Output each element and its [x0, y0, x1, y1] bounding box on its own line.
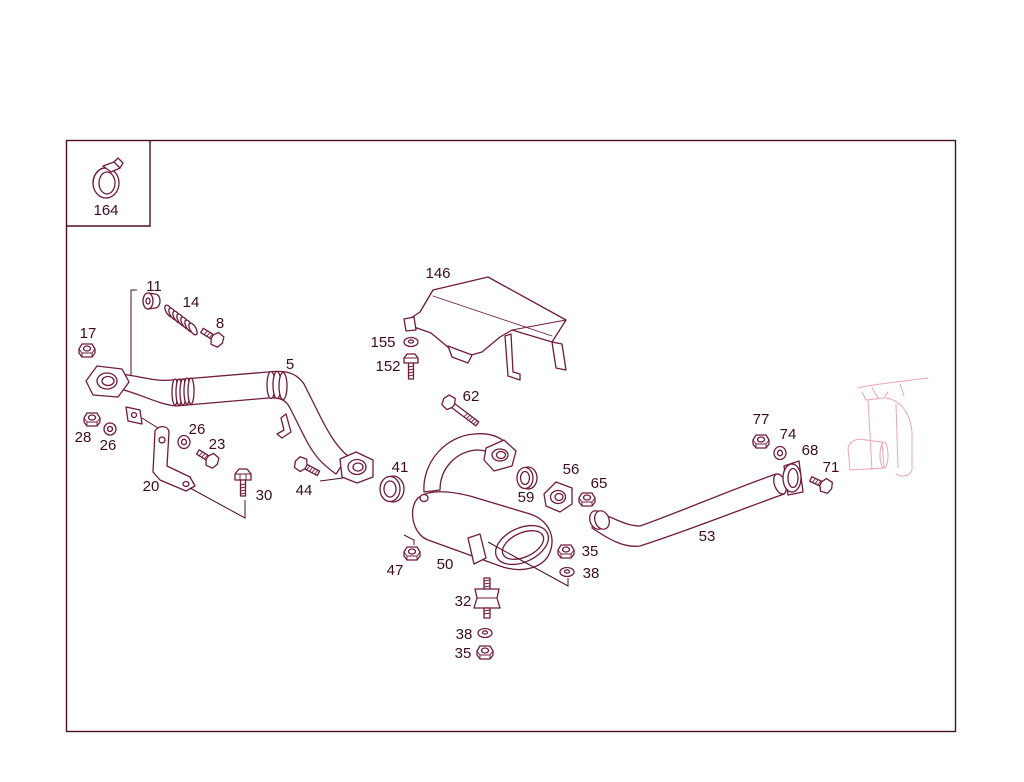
callout-35[interactable]: 35 [582, 543, 599, 560]
inset-box [66, 140, 151, 227]
callout-53[interactable]: 53 [699, 528, 716, 545]
part-35-nut [476, 645, 494, 660]
callout-68[interactable]: 68 [802, 442, 819, 459]
part-50-rear-muffler [411, 433, 553, 571]
part-152-bolt [403, 353, 419, 380]
callout-74[interactable]: 74 [780, 426, 797, 443]
leader-line [141, 417, 159, 429]
part-17-nut [78, 343, 96, 358]
callout-28[interactable]: 28 [75, 429, 92, 446]
part-26-washer [103, 422, 117, 436]
diagram-frame [65, 139, 957, 733]
part-20-bracket [152, 425, 196, 492]
part-38-washer [559, 566, 575, 578]
vehicle-reference-outline [847, 377, 929, 477]
part-68-clamp [782, 460, 804, 496]
part-5-front-pipe [85, 365, 374, 484]
callout-71[interactable]: 71 [823, 459, 840, 476]
part-74-washer [773, 445, 787, 461]
part-23-bolt [195, 449, 220, 469]
part-28-nut [83, 412, 101, 427]
leader-line [487, 541, 569, 587]
part-35-nut [557, 544, 575, 559]
part-56-flange [543, 481, 573, 513]
callout-23[interactable]: 23 [209, 436, 226, 453]
part-41-sealing-ring [379, 475, 405, 503]
callout-5[interactable]: 5 [286, 356, 294, 373]
callout-11[interactable]: 11 [146, 278, 162, 295]
part-62-bolt [441, 394, 480, 427]
callout-17[interactable]: 17 [80, 325, 97, 342]
part-11-bushing [142, 292, 161, 310]
part-26-washer [177, 434, 191, 450]
callout-146[interactable]: 146 [425, 265, 450, 282]
part-146-heat-shield [403, 276, 567, 381]
leader-line [403, 534, 415, 545]
bracket-clamp-piece [125, 406, 143, 425]
callout-44[interactable]: 44 [296, 482, 313, 499]
callout-38[interactable]: 38 [583, 565, 600, 582]
part-71-bolt [809, 476, 833, 494]
callout-155[interactable]: 155 [370, 334, 395, 351]
part-164-hose-clamp [92, 157, 124, 199]
callout-26[interactable]: 26 [100, 437, 117, 454]
part-30-bolt [234, 468, 252, 497]
callout-38[interactable]: 38 [456, 626, 473, 643]
part-32-rubber-mount [473, 577, 501, 619]
callout-77[interactable]: 77 [753, 411, 770, 428]
leader-line [130, 289, 137, 379]
part-77-nut [752, 434, 770, 449]
part-38-washer [477, 627, 493, 639]
callout-8[interactable]: 8 [216, 315, 224, 332]
part-65-nut [578, 492, 596, 507]
callout-50[interactable]: 50 [437, 556, 454, 573]
part-44-bolt [293, 456, 321, 477]
callout-62[interactable]: 62 [463, 388, 480, 405]
callout-14[interactable]: 14 [183, 294, 200, 311]
part-8-bolt [200, 327, 225, 348]
callout-56[interactable]: 56 [563, 461, 580, 478]
callout-65[interactable]: 65 [591, 475, 608, 492]
callout-152[interactable]: 152 [375, 358, 400, 375]
callout-59[interactable]: 59 [518, 489, 535, 506]
callout-35[interactable]: 35 [455, 645, 472, 662]
part-53-tail-pipe [589, 473, 787, 547]
part-59-sealing-ring [516, 466, 538, 490]
callout-30[interactable]: 30 [256, 487, 273, 504]
callout-164[interactable]: 164 [93, 202, 118, 219]
callout-26[interactable]: 26 [189, 421, 206, 438]
part-47-nut [403, 546, 421, 561]
callout-47[interactable]: 47 [387, 562, 404, 579]
callout-41[interactable]: 41 [392, 459, 409, 476]
part-14-spring [164, 304, 198, 336]
leader-line [189, 487, 246, 519]
part-155-washer [403, 336, 419, 348]
callout-20[interactable]: 20 [143, 478, 160, 495]
leader-line [319, 477, 344, 482]
callout-32[interactable]: 32 [455, 593, 472, 610]
